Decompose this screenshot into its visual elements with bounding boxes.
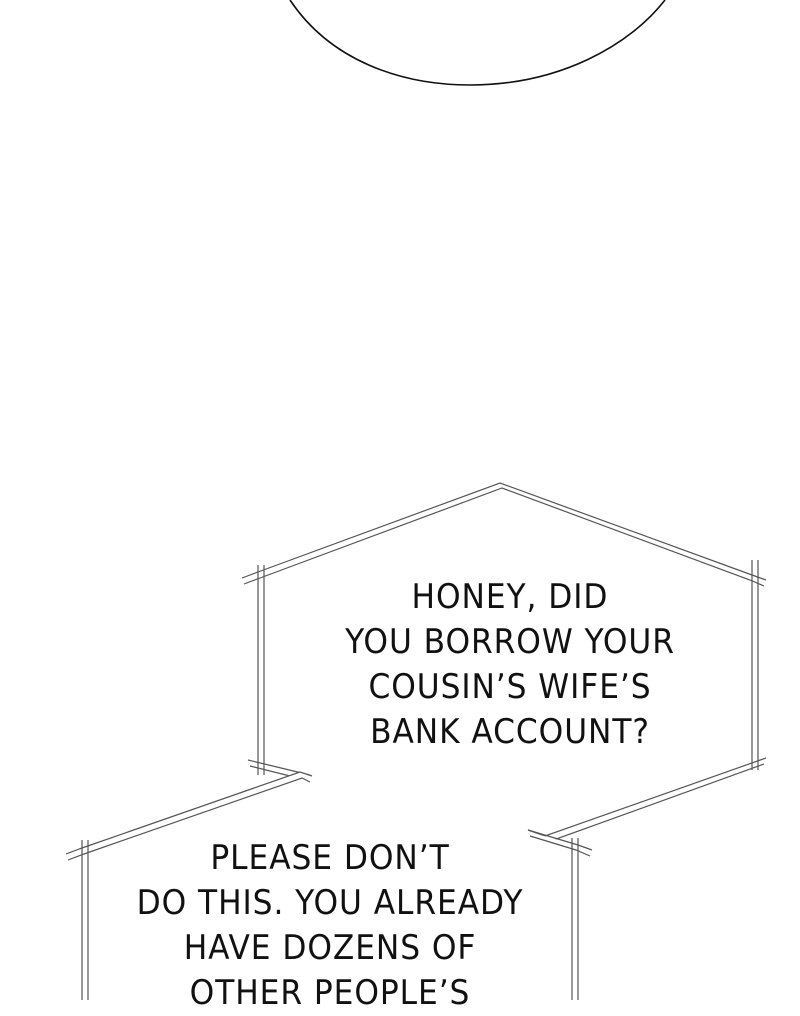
bubble-1-line-2: YOU BORROW YOUR xyxy=(345,622,675,662)
bubble-1-line-1: HONEY, DID xyxy=(411,577,609,617)
speech-bubble-1-text: HONEY, DID YOU BORROW YOUR COUSIN’S WIFE… xyxy=(317,575,703,755)
top-speech-bubble-outline xyxy=(289,0,666,86)
bubble-1-line-3: COUSIN’S WIFE’S xyxy=(368,667,652,707)
bubble-2-line-4: OTHER PEOPLE’S xyxy=(189,973,471,1013)
bubble-1-line-4: BANK ACCOUNT? xyxy=(370,712,650,752)
bubble-2-line-1: PLEASE DON’T xyxy=(210,838,450,878)
bubble-2-line-2: DO THIS. YOU ALREADY xyxy=(136,883,524,923)
speech-bubble-2-outline xyxy=(65,771,593,1000)
speech-bubble-2-text: PLEASE DON’T DO THIS. YOU ALREADY HAVE D… xyxy=(109,836,551,1016)
bubble-2-line-3: HAVE DOZENS OF xyxy=(183,928,477,968)
